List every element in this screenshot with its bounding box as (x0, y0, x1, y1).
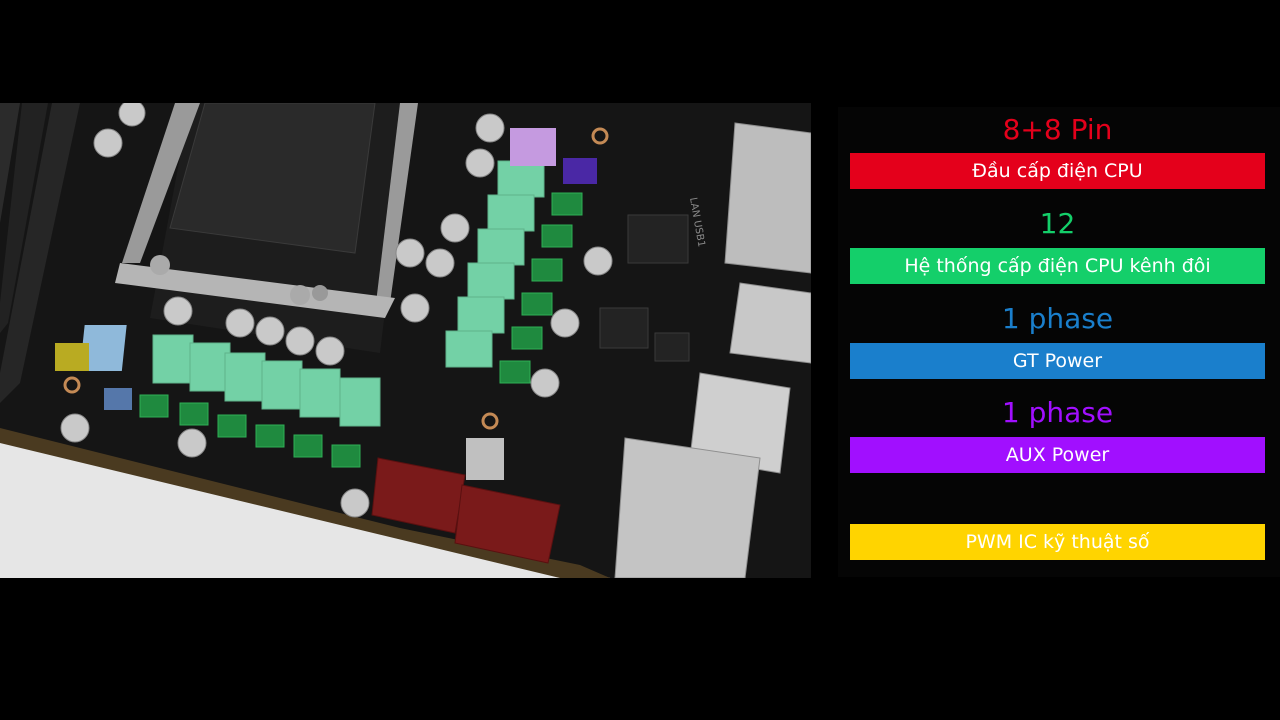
aux-power-parts (510, 128, 597, 184)
legend-heading-aux-power: 1 phase (1001, 396, 1114, 429)
gt-power-chokes (79, 325, 132, 410)
legend-bar-aux-power: AUX Power (850, 437, 1265, 473)
rear-io-ports (614, 122, 811, 578)
motherboard-photo: LAN USB1 (0, 103, 811, 578)
legend-bar-cpu-phases: Hệ thống cấp điện CPU kênh đôi (850, 248, 1265, 284)
pwm-ic (55, 343, 89, 371)
cpu-power-connectors (371, 438, 561, 564)
ram-slots (0, 103, 80, 403)
legend-heading-cpu-phases: 12 (1039, 207, 1076, 240)
chips (599, 214, 690, 362)
cpu-chokes-row (152, 334, 381, 427)
cpu-socket (115, 103, 418, 353)
legend-panel: 8+8 Pin Đầu cấp điện CPU 12 Hệ thống cấp… (838, 107, 1280, 577)
legend-bar-gt-power: GT Power (850, 343, 1265, 379)
legend-heading-gt-power: 1 phase (1001, 302, 1114, 335)
cpu-chokes-column (445, 160, 545, 368)
capacitors (60, 103, 613, 518)
legend-heading-cpu-connector: 8+8 Pin (1002, 113, 1113, 146)
mosfets (139, 192, 583, 468)
mounting-holes (63, 127, 609, 430)
legend-bar-cpu-connector: Đầu cấp điện CPU (850, 153, 1265, 189)
legend-bar-pwm-ic: PWM IC kỹ thuật số (850, 524, 1265, 560)
motherboard-illustration: LAN USB1 (0, 103, 811, 578)
